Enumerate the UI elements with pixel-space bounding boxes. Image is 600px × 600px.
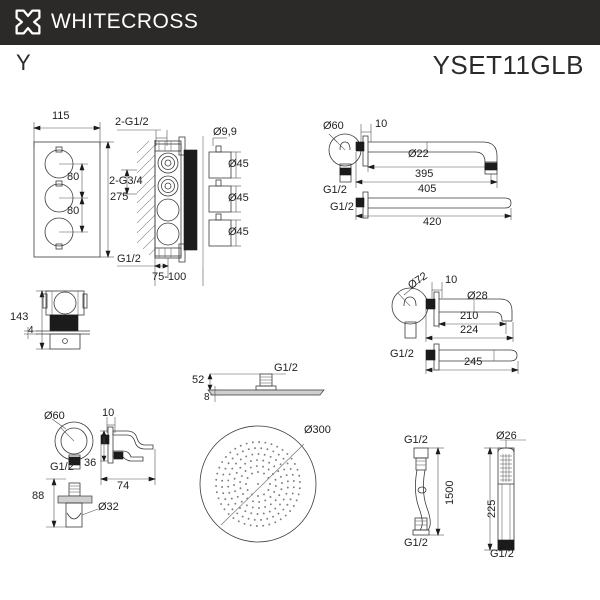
thread-g12-head: G1/2 (274, 362, 298, 374)
dim-420: 420 (423, 216, 442, 228)
thread-2-g34: 2-G3/4 (109, 175, 143, 187)
model-code: YSET11GLB (432, 50, 584, 80)
wall-outlet-view: Ø60 G1/2 10 36 74 88 Ø32 (22, 405, 172, 545)
thread-g12-hose-bottom: G1/2 (404, 537, 428, 549)
dim-4: 4 (28, 325, 34, 336)
rain-head-side-view: G1/2 52 8 (178, 362, 338, 412)
dim-395: 395 (415, 168, 434, 180)
header-bar: WHITECROSS (0, 0, 600, 45)
thread-g12-wand: G1/2 (490, 548, 514, 560)
dim-405: 405 (418, 183, 437, 195)
brand-logo: WHITECROSS (14, 8, 198, 36)
thread-g12-hose-top: G1/2 (404, 434, 428, 446)
dim-115: 115 (52, 110, 70, 122)
dim-75-100: 75-100 (152, 271, 187, 283)
thread-2-g12: 2-G1/2 (115, 116, 149, 128)
dim-225: 225 (486, 499, 498, 518)
brand-name: WHITECROSS (51, 10, 199, 33)
dim-10-spout: 10 (445, 274, 458, 286)
dim-8: 8 (204, 392, 210, 403)
title-row: Y YSET11GLB (0, 50, 600, 86)
dim-10-holder: 10 (102, 407, 115, 419)
shower-hose-view: G1/2 1500 G1/2 (396, 430, 466, 550)
dim-45-mid: Ø45 (228, 192, 249, 204)
shower-arm-view: Ø60 10 Ø22 395 405 G1/2 G1/2 420 (315, 112, 525, 228)
dim-22: Ø22 (408, 148, 429, 160)
dim-80-upper: 80 (67, 171, 80, 183)
dim-224: 224 (460, 324, 479, 336)
thread-g12-section: G1/2 (117, 253, 141, 265)
dim-10-arm: 10 (375, 118, 388, 130)
dim-143: 143 (10, 311, 29, 323)
dim-45-bottom: Ø45 (228, 226, 249, 238)
dim-52: 52 (192, 374, 205, 386)
dim-1500: 1500 (444, 480, 456, 505)
dim-245: 245 (464, 356, 483, 368)
rain-head-plan-view: Ø300 (196, 412, 346, 552)
thermostat-section-view: 2-G1/2 2-G3/4 Ø9,9 Ø45 Ø45 Ø45 G1/2 75-1… (109, 108, 255, 288)
bath-spout-view: Ø72 10 Ø28 210 224 G1/2 245 (382, 262, 562, 377)
dim-210: 210 (460, 310, 479, 322)
dim-45-top: Ø45 (228, 158, 249, 170)
dim-74: 74 (117, 480, 130, 492)
concealed-body-view: 143 4 (6, 283, 111, 363)
dim-28: Ø28 (467, 290, 488, 302)
thread-g12-outlet: G1/2 (50, 461, 74, 473)
whitecross-x-logo-icon (15, 9, 41, 35)
thread-g12-arm-bottom: G1/2 (330, 201, 354, 213)
hand-shower-view: Ø26 225 G1/2 (470, 430, 550, 560)
dim-26: Ø26 (496, 430, 517, 442)
thread-g12-arm-top: G1/2 (323, 184, 347, 196)
dim-80-lower: 80 (67, 205, 80, 217)
series-label: Y (16, 50, 31, 75)
dim-60-arm: Ø60 (323, 120, 344, 132)
dim-9-9: Ø9,9 (213, 126, 237, 138)
dim-60-outlet: Ø60 (44, 410, 65, 422)
dim-32: Ø32 (98, 501, 119, 513)
dim-88: 88 (32, 490, 45, 502)
dim-300: Ø300 (304, 424, 331, 436)
thermostat-front-view: 115 80 80 275 (10, 108, 130, 268)
dim-36: 36 (84, 457, 97, 469)
thread-g12-spout: G1/2 (390, 348, 414, 360)
